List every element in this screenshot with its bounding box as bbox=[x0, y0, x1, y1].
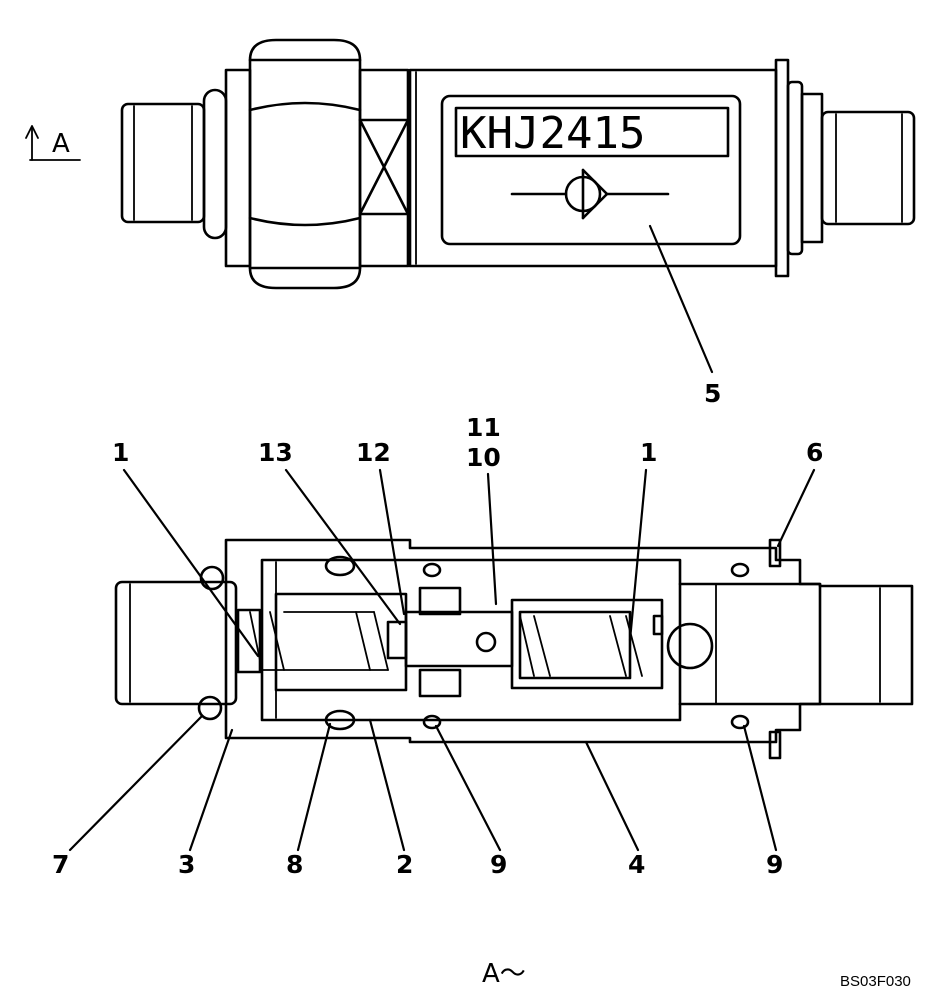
left-spring bbox=[249, 611, 389, 671]
right-spring bbox=[519, 615, 643, 677]
callout-1-left: 1 bbox=[112, 438, 129, 467]
section-arrow-icon bbox=[25, 125, 81, 161]
callout-7: 7 bbox=[52, 850, 69, 879]
external-view: KHJ2415 bbox=[120, 38, 916, 290]
callout-13: 13 bbox=[258, 438, 293, 467]
callout-9-left: 9 bbox=[490, 850, 507, 879]
section-view bbox=[114, 538, 914, 760]
view-caption: A～ bbox=[482, 959, 526, 989]
part-number-text: KHJ2415 bbox=[460, 108, 645, 159]
callout-4: 4 bbox=[628, 850, 645, 879]
callout-3: 3 bbox=[178, 850, 195, 879]
callout-12: 12 bbox=[356, 438, 391, 467]
callout-10: 10 bbox=[466, 443, 501, 472]
callout-6: 6 bbox=[806, 438, 823, 467]
section-marker-label: A bbox=[52, 129, 70, 159]
drawing-code: BS03F030 bbox=[840, 973, 911, 990]
check-valve-symbol-icon bbox=[510, 168, 670, 220]
callout-1-right: 1 bbox=[640, 438, 657, 467]
callout-11: 11 bbox=[466, 413, 501, 442]
callout-9-right: 9 bbox=[766, 850, 783, 879]
callout-5: 5 bbox=[704, 379, 721, 408]
callout-8: 8 bbox=[286, 850, 303, 879]
callout-2: 2 bbox=[396, 850, 413, 879]
